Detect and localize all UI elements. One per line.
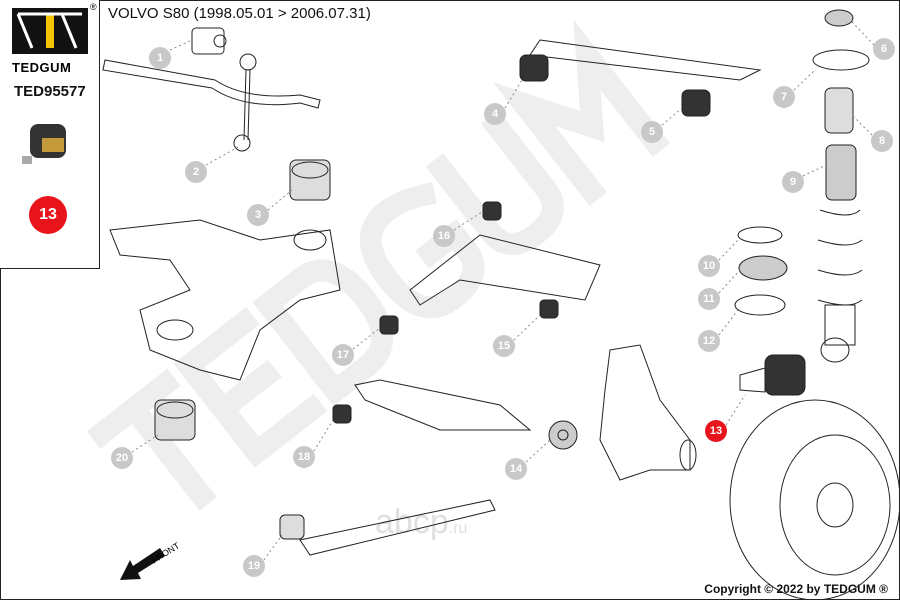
stabilizer-bushing (191, 27, 227, 55)
part-number: TED95577 (14, 83, 86, 100)
callout-14[interactable]: 14 (505, 458, 527, 480)
stabilizer-link (233, 53, 257, 152)
product-thumbnail (22, 124, 66, 164)
registered-mark: ® (90, 2, 97, 12)
callout-4[interactable]: 4 (484, 103, 506, 125)
trailing-arm (279, 499, 496, 556)
copyright: Copyright © 2022 by TEDGUM ® (704, 582, 888, 596)
wheel (729, 399, 900, 600)
callout-8[interactable]: 8 (871, 130, 893, 152)
logo-mark-icon (16, 12, 82, 49)
callout-9[interactable]: 9 (782, 171, 804, 193)
callout-11[interactable]: 11 (698, 288, 720, 310)
brand-name: TEDGUM (12, 60, 72, 75)
callout-6[interactable]: 6 (873, 38, 895, 60)
bearing-14 (548, 420, 578, 450)
knuckle (599, 344, 697, 481)
watermark-suffix: .ru (448, 520, 468, 537)
callout-12[interactable]: 12 (698, 330, 720, 352)
upper-arm (519, 39, 762, 117)
callout-5[interactable]: 5 (641, 121, 663, 143)
bushing-3 (289, 159, 331, 201)
callout-15[interactable]: 15 (493, 335, 515, 357)
callout-16[interactable]: 16 (433, 225, 455, 247)
small-bushings (332, 201, 559, 424)
bushing-20 (154, 399, 196, 441)
callout-19[interactable]: 19 (243, 555, 265, 577)
front-arrow-icon (120, 548, 165, 580)
callout-13[interactable]: 13 (705, 420, 727, 442)
callout-20[interactable]: 20 (111, 447, 133, 469)
callout-18[interactable]: 18 (293, 446, 315, 468)
callout-1[interactable]: 1 (149, 47, 171, 69)
subframe (109, 219, 341, 381)
vehicle-title: VOLVO S80 (1998.05.01 > 2006.07.31) (108, 5, 371, 22)
callout-17[interactable]: 17 (332, 344, 354, 366)
callout-2[interactable]: 2 (185, 161, 207, 183)
callout-3[interactable]: 3 (247, 204, 269, 226)
callout-7[interactable]: 7 (773, 86, 795, 108)
product-sidebar: ® TEDGUM TED95577 13 (0, 0, 100, 269)
leader-lines (131, 21, 875, 561)
strut-rings (734, 226, 788, 316)
bushing-13 (739, 354, 806, 396)
tedgum-logo (12, 8, 88, 54)
callout-10[interactable]: 10 (698, 255, 720, 277)
stabilizer-bar (102, 59, 321, 109)
strut-assembly (812, 9, 870, 363)
lower-arm (354, 234, 601, 431)
selected-callout-badge[interactable]: 13 (29, 196, 67, 234)
